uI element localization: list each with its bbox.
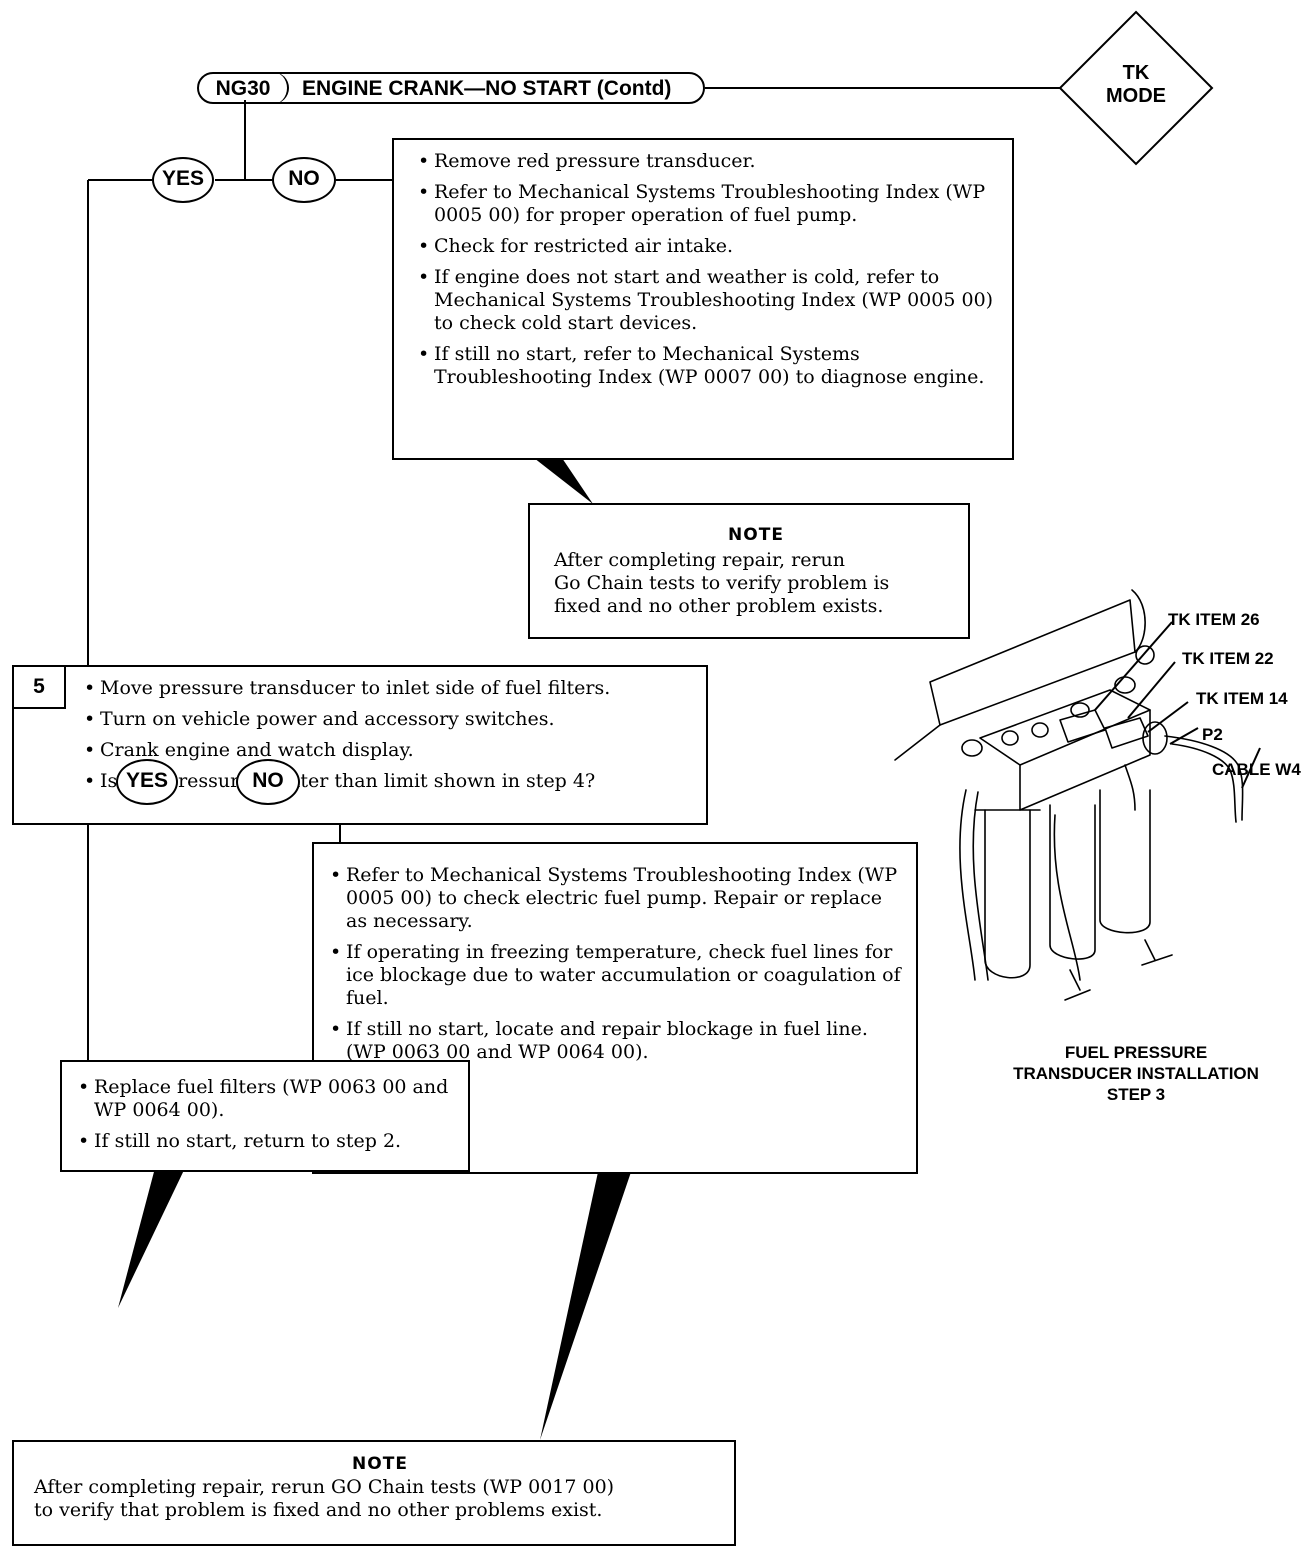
mode-diamond: [1058, 10, 1214, 166]
caption-line-3: STEP 3: [1106, 1085, 1166, 1104]
list-item: Move pressure transducer to inlet side o…: [84, 677, 698, 700]
list-item: Turn on vehicle power and accessory swit…: [84, 708, 698, 731]
note-line: After completing repair, rerun: [554, 549, 846, 571]
yes2-action-box: Replace fuel filters (WP 0063 00 and WP …: [60, 1060, 470, 1172]
no2-action-list: Refer to Mechanical Systems Troubleshoot…: [330, 864, 904, 1064]
list-item: Remove red pressure transducer.: [418, 150, 996, 173]
note1-title: NOTE: [728, 525, 784, 545]
no1-action-box: Remove red pressure transducer. Refer to …: [392, 138, 1014, 460]
note1-pointer: [534, 458, 593, 504]
no2-circle: [236, 759, 300, 805]
yes2-circle: [116, 759, 178, 805]
note2-box: NOTE After completing repair, rerun GO C…: [12, 1440, 736, 1546]
fuel-filter-illustration: [894, 589, 1261, 1001]
list-item: If operating in freezing temperature, ch…: [330, 941, 904, 1010]
yes1-circle: [152, 157, 214, 203]
callout-cable-w4: CABLE W4: [1212, 760, 1301, 779]
list-item: Replace fuel filters (WP 0063 00 and WP …: [78, 1076, 460, 1122]
page-title: ENGINE CRANK—NO START (Contd): [302, 77, 672, 100]
step-number: 5: [14, 667, 66, 709]
note2-pointer-right: [540, 1172, 631, 1440]
list-item: Is fuel pressure greater than limit show…: [84, 770, 698, 793]
list-item: Check for restricted air intake.: [418, 235, 996, 258]
leader-cable-w4: [1241, 747, 1261, 789]
list-item: If engine does not start and weather is …: [418, 266, 996, 335]
note-line: After completing repair, rerun GO Chain …: [34, 1476, 615, 1498]
no1-action-list: Remove red pressure transducer. Refer to …: [418, 150, 996, 389]
note-line: Go Chain tests to verify problem is: [554, 572, 890, 594]
no1-label: NO: [288, 167, 320, 190]
list-item: Refer to Mechanical Systems Troubleshoot…: [330, 864, 904, 933]
illustration-caption: FUEL PRESSURE TRANSDUCER INSTALLATION ST…: [1000, 1042, 1272, 1105]
yes2-action-list: Replace fuel filters (WP 0063 00 and WP …: [78, 1076, 460, 1153]
list-item: If still no start, locate and repair blo…: [330, 1018, 904, 1064]
note2-pointer-left: [118, 1168, 185, 1308]
mode-label-1: TK: [1122, 62, 1150, 84]
note-line: fixed and no other problem exists.: [554, 595, 884, 617]
leader-item22: [1127, 661, 1176, 719]
callout-p2: P2: [1202, 725, 1223, 744]
step5-box: 5 Move pressure transducer to inlet side…: [12, 665, 708, 825]
note-line: to verify that problem is fixed and no o…: [34, 1499, 603, 1521]
mode-label-2: MODE: [1106, 85, 1166, 107]
note2-body: After completing repair, rerun GO Chain …: [34, 1476, 726, 1522]
leader-p2: [1169, 727, 1199, 745]
header-code: NG30: [215, 77, 271, 100]
callout-item-22: TK ITEM 22: [1182, 649, 1274, 668]
frame-rail-icon: [929, 599, 1136, 726]
callout-item-26: TK ITEM 26: [1168, 610, 1260, 629]
caption-line-1: FUEL PRESSURE: [1064, 1043, 1208, 1062]
leader-item26: [1094, 621, 1173, 711]
caption-line-2: TRANSDUCER INSTALLATION: [1013, 1064, 1259, 1083]
yes1-label: YES: [161, 167, 205, 190]
callout-item-14: TK ITEM 14: [1196, 689, 1288, 708]
list-item: Crank engine and watch display.: [84, 739, 698, 762]
list-item: If still no start, return to step 2.: [78, 1130, 460, 1153]
list-item: Refer to Mechanical Systems Troubleshoot…: [418, 181, 996, 227]
no2-label: NO: [252, 769, 284, 792]
yes2-label: YES: [125, 769, 169, 792]
note2-title: NOTE: [352, 1454, 408, 1474]
step5-list: Move pressure transducer to inlet side o…: [84, 677, 698, 801]
no1-circle: [272, 157, 336, 203]
leader-item14: [1147, 701, 1189, 733]
list-item: If still no start, refer to Mechanical S…: [418, 343, 996, 389]
header-code-cap: [197, 72, 289, 104]
